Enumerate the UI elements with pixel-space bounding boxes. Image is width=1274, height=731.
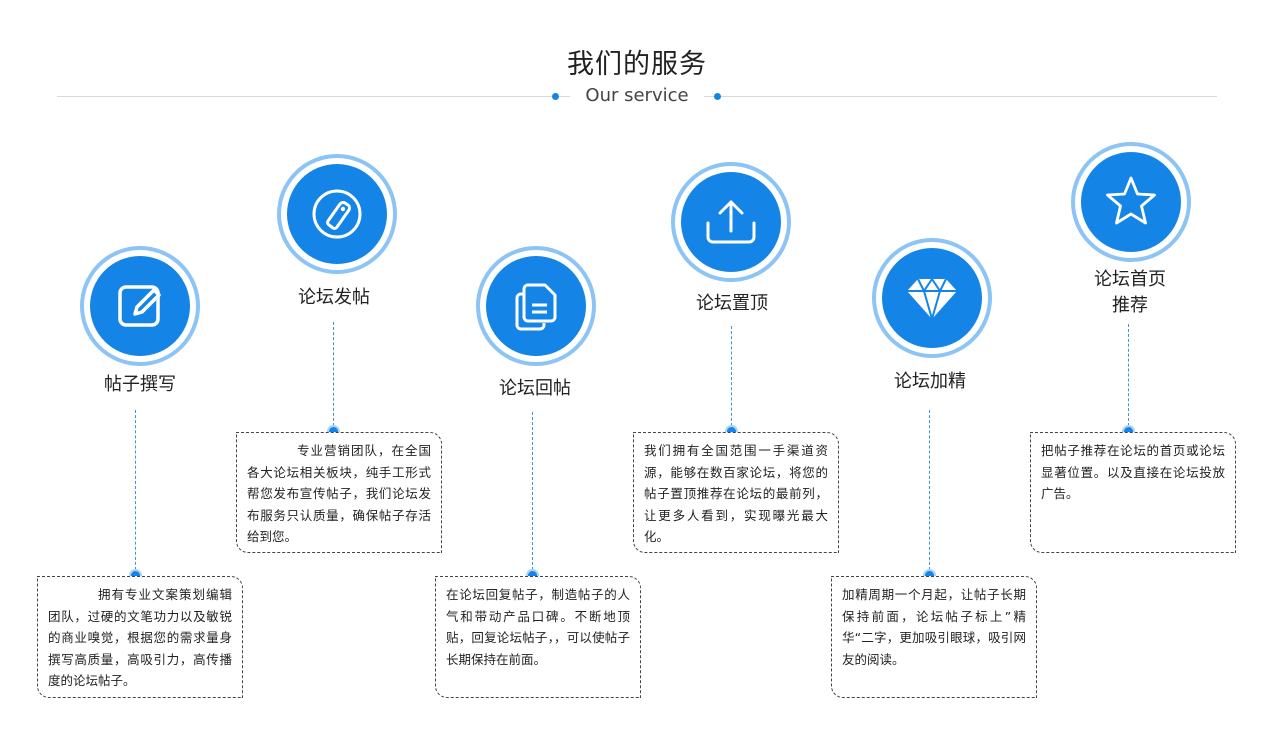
service-5-connector xyxy=(929,410,930,570)
page-subtitle: Our service xyxy=(570,84,704,108)
edit-icon xyxy=(118,285,161,327)
star-icon xyxy=(1106,176,1156,225)
document-copy-icon xyxy=(515,283,557,331)
diamond-icon xyxy=(907,277,957,320)
service-6-title-line1: 论坛首页 xyxy=(1094,269,1166,290)
service-2-connector xyxy=(333,322,334,426)
service-5-circle xyxy=(872,238,992,358)
service-3-connector xyxy=(532,412,533,570)
divider-dot-left xyxy=(552,93,559,100)
service-5-desc: 加精周期一个月起，让帖子长期保持前面，论坛帖子标上”精华“二字，更加吸引眼球，吸… xyxy=(831,576,1037,698)
service-3-desc: 在论坛回复帖子，制造帖子的人气和带动产品口碑。不断地顶贴，回复论坛帖子，，可以使… xyxy=(435,576,641,698)
service-2-title: 论坛发帖 xyxy=(298,287,370,308)
service-6-circle xyxy=(1071,142,1191,262)
service-4-desc: 我们拥有全国范围一手渠道资源，能够在数百家论坛，将您的帖子置顶推荐在论坛的最前列… xyxy=(633,432,839,553)
service-1-connector xyxy=(135,410,136,570)
divider-dot-right xyxy=(714,93,721,100)
tag-icon xyxy=(312,189,362,239)
service-4-connector xyxy=(731,326,732,426)
service-5-title: 论坛加精 xyxy=(894,371,966,392)
service-2-desc: 专业营销团队，在全国各大论坛相关板块，纯手工形式帮您发布宣传帖子，我们论坛发布服… xyxy=(236,432,442,553)
service-3-circle xyxy=(476,246,596,366)
service-4-title: 论坛置顶 xyxy=(696,293,768,314)
service-2-circle xyxy=(277,154,397,274)
upload-icon xyxy=(706,200,756,244)
service-6-desc: 把帖子推荐在论坛的首页或论坛显著位置。以及直接在论坛投放广告。 xyxy=(1030,432,1236,553)
page-title: 我们的服务 xyxy=(567,49,707,80)
service-1-title: 帖子撰写 xyxy=(104,374,176,395)
service-6-title-line2: 推荐 xyxy=(1112,295,1148,316)
service-3-title: 论坛回帖 xyxy=(499,378,571,399)
service-6-connector xyxy=(1128,324,1129,426)
service-4-circle xyxy=(671,162,791,282)
service-1-circle xyxy=(80,246,200,366)
service-1-desc: 拥有专业文案策划编辑团队，过硬的文笔功力以及敏锐的商业嗅觉，根据您的需求量身撰写… xyxy=(37,576,243,698)
